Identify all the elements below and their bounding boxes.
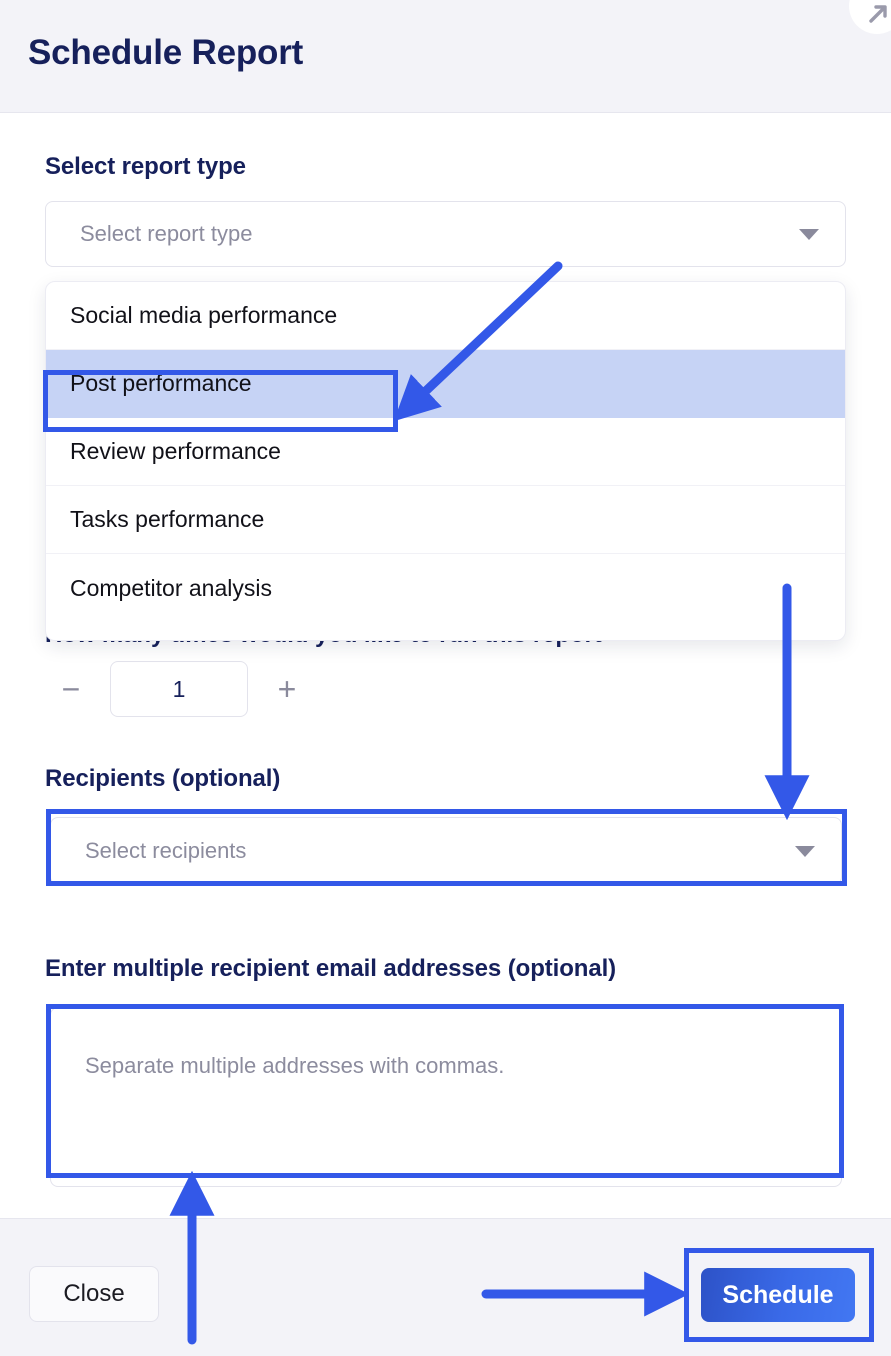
report-type-label: Select report type xyxy=(45,153,246,180)
modal-header: Schedule Report xyxy=(0,0,891,113)
emails-placeholder: Separate multiple addresses with commas. xyxy=(85,1053,505,1078)
dropdown-option-social-media-performance[interactable]: Social media performance xyxy=(46,282,845,350)
chevron-down-icon xyxy=(799,228,819,240)
recipients-placeholder: Select recipients xyxy=(85,838,247,863)
increment-button[interactable]: + xyxy=(264,666,310,712)
dropdown-option-review-performance[interactable]: Review performance xyxy=(46,418,845,486)
chevron-down-icon xyxy=(795,845,815,857)
emails-label: Enter multiple recipient email addresses… xyxy=(45,955,617,982)
page-title: Schedule Report xyxy=(28,33,304,72)
recipients-label: Recipients (optional) xyxy=(45,765,281,792)
schedule-button[interactable]: Schedule xyxy=(701,1268,855,1322)
decrement-button[interactable]: − xyxy=(48,666,94,712)
dropdown-option-tasks-performance[interactable]: Tasks performance xyxy=(46,486,845,554)
run-count-stepper: − 1 + xyxy=(48,661,310,717)
report-type-dropdown[interactable]: Social media performance Post performanc… xyxy=(45,281,846,641)
run-count-value[interactable]: 1 xyxy=(110,661,248,717)
dropdown-option-post-performance[interactable]: Post performance xyxy=(46,350,845,418)
report-type-placeholder: Select report type xyxy=(80,221,253,246)
emails-textarea[interactable]: Separate multiple addresses with commas. xyxy=(50,1007,842,1187)
dropdown-option-competitor-analysis[interactable]: Competitor analysis xyxy=(70,574,272,601)
report-type-select[interactable]: Select report type xyxy=(45,201,846,267)
expand-arrow-icon[interactable] xyxy=(849,0,891,34)
recipients-select[interactable]: Select recipients xyxy=(50,817,842,885)
modal-body: Select report type Select report type Ho… xyxy=(0,113,891,1218)
close-button[interactable]: Close xyxy=(29,1266,159,1322)
